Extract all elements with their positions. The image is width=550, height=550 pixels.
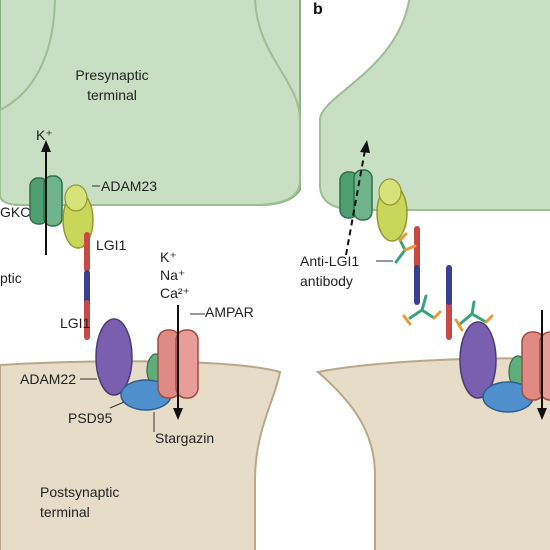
ion-k-label: K⁺ bbox=[160, 249, 177, 265]
ion-na-label: Na⁺ bbox=[160, 267, 185, 283]
panel-b: b bbox=[300, 0, 550, 550]
k-efflux-arrowhead bbox=[41, 140, 51, 152]
lgi1-label-bottom: LGI1 bbox=[60, 315, 91, 331]
postsynaptic-label-line1: Postsynaptic bbox=[40, 484, 119, 500]
lgi1-fragment-navy-b bbox=[446, 265, 452, 305]
stargazin-label: Stargazin bbox=[155, 430, 214, 446]
adam22-label: ADAM22 bbox=[20, 371, 76, 387]
adam22-protein-b bbox=[459, 321, 497, 399]
ampar-channel-b bbox=[521, 331, 550, 401]
ion-ca-label: Ca²⁺ bbox=[160, 285, 190, 301]
antibody-label-line1: Anti-LGI1 bbox=[300, 253, 359, 269]
adam22-protein bbox=[95, 318, 133, 396]
ampar-label: AMPAR bbox=[205, 304, 254, 320]
psd95-label: PSD95 bbox=[68, 410, 113, 426]
adam23-cap-b bbox=[378, 178, 402, 206]
ampar-channel bbox=[157, 329, 199, 399]
lgi1-label-top: LGI1 bbox=[96, 237, 127, 253]
lgi1-fragment-red-b bbox=[446, 300, 452, 340]
anti-lgi1-antibody-1 bbox=[394, 232, 417, 264]
panel-a: Presynaptic terminal Postsynaptic termin… bbox=[0, 0, 301, 550]
ion-influx-arrowhead bbox=[173, 408, 183, 420]
k-efflux-arrow-b bbox=[345, 149, 366, 256]
lgi1-fragment-lower-b bbox=[414, 265, 420, 305]
k-efflux-arrowhead-b bbox=[360, 140, 370, 153]
vgkc-label: GKC bbox=[0, 204, 30, 220]
presynaptic-label-line1: Presynaptic bbox=[75, 67, 148, 83]
synaptic-cleft-label: ptic bbox=[0, 270, 22, 286]
antibody-label-line2: antibody bbox=[300, 273, 353, 289]
lgi1-dimer bbox=[84, 232, 90, 340]
anti-lgi1-antibody-3 bbox=[454, 300, 494, 332]
psd95-leader bbox=[109, 401, 125, 409]
postsynaptic-terminal-a bbox=[0, 360, 282, 550]
k-plus-label: K⁺ bbox=[36, 127, 53, 143]
vgkc-channel bbox=[29, 175, 63, 227]
presynaptic-terminal-a-shape bbox=[0, 0, 301, 206]
presynaptic-label-line2: terminal bbox=[87, 87, 137, 103]
ion-influx-arrowhead-b bbox=[537, 408, 547, 420]
adam23-label: ADAM23 bbox=[101, 178, 157, 194]
postsynaptic-label-line2: terminal bbox=[40, 504, 90, 520]
panel-b-letter: b bbox=[313, 1, 323, 18]
anti-lgi1-antibody-2 bbox=[402, 294, 442, 326]
adam23-cap bbox=[64, 184, 88, 212]
lgi1-fragment-upper-b bbox=[414, 226, 420, 270]
